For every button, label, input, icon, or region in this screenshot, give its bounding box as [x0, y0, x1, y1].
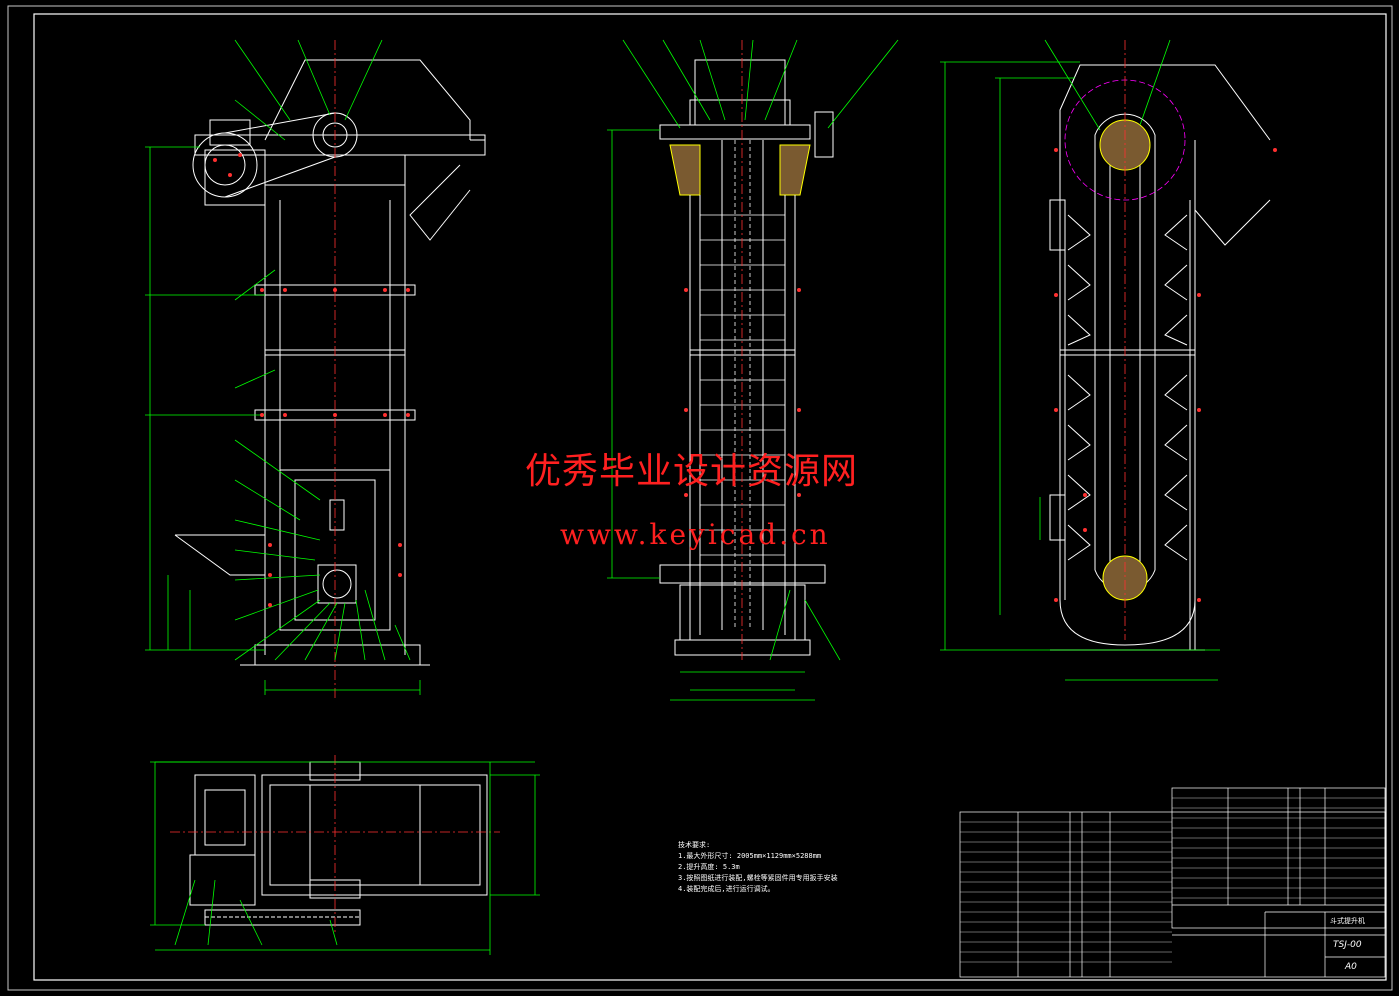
- side-dimensions: [607, 39, 899, 701]
- technical-requirements-heading: 技术要求:: [678, 841, 711, 849]
- watermark-site-name: 优秀毕业设计资源网: [525, 451, 859, 492]
- title-block-sheet-size: A0: [1345, 962, 1357, 972]
- title-block-drawing-number: TSJ-00: [1333, 940, 1362, 950]
- watermark-url: www.keyicad.cn: [560, 518, 831, 551]
- front-view: [174, 59, 486, 666]
- bom-rows: [960, 797, 1385, 963]
- technical-requirement-1: 1.最大外形尺寸: 2005mm×1129mm×5288mm: [678, 852, 822, 860]
- section-dimensions: [940, 39, 1220, 681]
- title-block-drawing-name: 斗式提升机: [1330, 917, 1365, 925]
- top-view: [189, 761, 488, 926]
- sheet-inner-border: [33, 13, 1387, 981]
- section-view: [1049, 64, 1271, 651]
- sheet-outer-border: [7, 5, 1393, 991]
- technical-requirements: 技术要求: 1.最大外形尺寸: 2005mm×1129mm×5288mm 2.提…: [678, 840, 838, 895]
- section-bolts: [1054, 148, 1277, 602]
- top-dimensions: [150, 761, 540, 955]
- side-bolts: [684, 288, 801, 497]
- front-dimensions: [145, 39, 421, 695]
- technical-requirement-4: 4.装配完成后,进行运行调试。: [678, 885, 775, 893]
- technical-requirement-2: 2.提升高度: 5.3m: [678, 863, 740, 871]
- section-buckets: [1067, 214, 1188, 561]
- side-view-chain: [700, 140, 785, 630]
- technical-requirement-3: 3.按照图纸进行装配,螺栓等紧固件用专用扳手安装: [678, 874, 838, 882]
- title-block: [959, 787, 1386, 978]
- side-view: [659, 59, 834, 656]
- front-bolts: [213, 153, 410, 607]
